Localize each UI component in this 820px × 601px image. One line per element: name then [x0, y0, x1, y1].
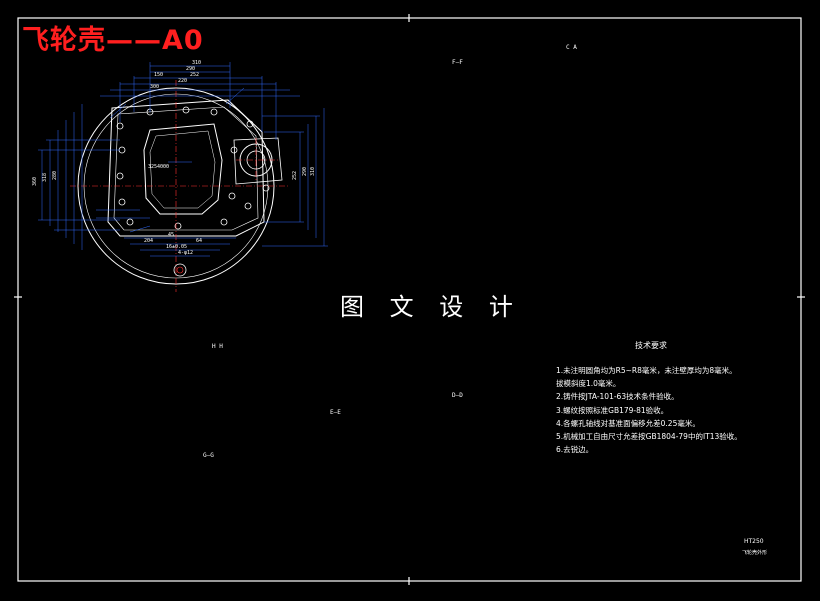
note-item: 1.未注明圆角均为R5~R8毫米，未注壁厚均为8毫米。: [556, 366, 737, 375]
title-block-code: HT250: [744, 538, 764, 545]
section-hh-dim-values: 15040: [434, 0, 486, 19]
note-item: 2.铸件按JTA-101-63技术条件验收。: [556, 392, 679, 402]
center-marks: [14, 14, 805, 585]
svg-text:64: 64: [196, 238, 202, 244]
front-view: [70, 80, 290, 292]
section-dd-label: D—D: [452, 392, 463, 399]
svg-text:318: 318: [42, 173, 48, 182]
technical-notes: 技术要求 1.未注明圆角均为R5~R8毫米，未注壁厚均为8毫米。 拔模斜度1.0…: [556, 340, 766, 456]
svg-text:4-φ12: 4-φ12: [178, 250, 193, 256]
watermark-text: 图 文 设 计: [340, 293, 522, 321]
svg-text:280: 280: [52, 171, 58, 180]
notes-title: 技术要求: [635, 341, 667, 350]
svg-text:290: 290: [302, 167, 308, 176]
section-gg-label: G—G: [203, 452, 214, 459]
title-block-name: 飞轮壳外形: [742, 550, 768, 556]
section-ff-label: F—F: [452, 59, 463, 66]
svg-text:300: 300: [150, 84, 159, 90]
note-item: 5.机械加工自由尺寸允差按GB1804-79中的IT13验收。: [556, 432, 742, 442]
svg-text:252: 252: [190, 72, 199, 78]
svg-text:204: 204: [144, 238, 153, 244]
svg-text:220: 220: [178, 78, 187, 84]
svg-text:252: 252: [292, 171, 298, 180]
svg-text:150: 150: [154, 72, 163, 78]
svg-text:310: 310: [192, 60, 201, 66]
note-item: 拔模斜度1.0毫米。: [556, 379, 621, 389]
rear-view-dim-values: 115225250 0.05: [297, 0, 430, 19]
note-item: 4.各螺孔轴线对基准面偏移允差0.25毫米。: [556, 418, 700, 428]
svg-text:360: 360: [32, 177, 38, 186]
section-hh-label: H H: [212, 343, 223, 350]
section-ca-label: C A: [566, 44, 577, 51]
note-item: 3.螺纹按照标准GB179-81验收。: [556, 405, 669, 415]
svg-text:310: 310: [310, 167, 316, 176]
svg-text:16±0.05: 16±0.05: [166, 244, 187, 250]
note-item: 6.去锐边。: [556, 445, 594, 455]
drawing-title: 飞轮壳——A0: [22, 25, 204, 56]
section-ee-label: E—E: [330, 409, 341, 416]
svg-text:45: 45: [168, 232, 174, 238]
svg-text:3254000: 3254000: [148, 164, 169, 170]
svg-text:290: 290: [186, 66, 195, 72]
section-ff-dim-values: φ490 φ440 φ438 φ405 12064 0.05 B: [0, 0, 293, 19]
front-view-dimensions: [38, 62, 328, 257]
